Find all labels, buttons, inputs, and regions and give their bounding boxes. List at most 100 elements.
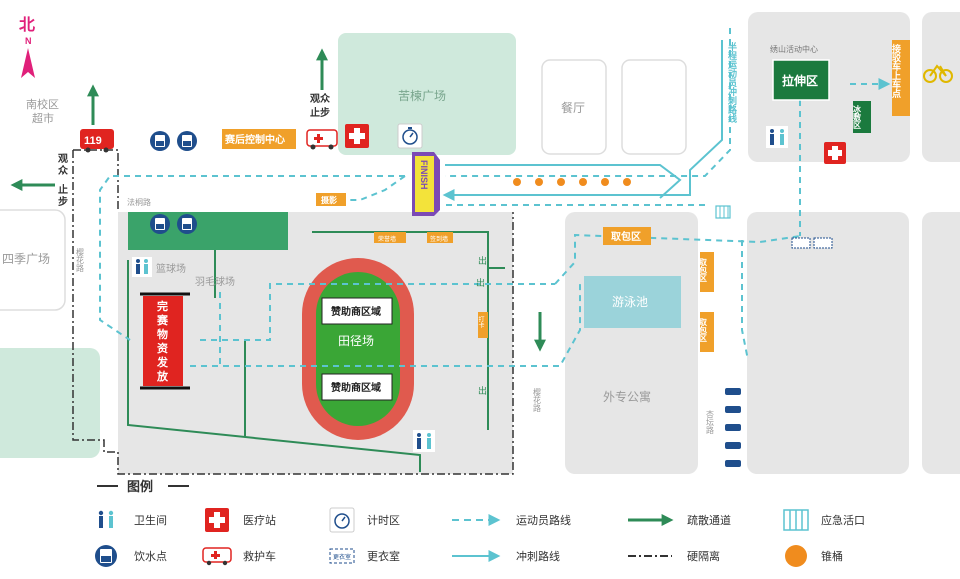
cone-icon — [623, 178, 631, 186]
svg-text:硬隔离: 硬隔离 — [687, 549, 720, 563]
svg-text:FINISH: FINISH — [419, 160, 429, 190]
legend-emergency-gate: 应急活口 — [783, 509, 865, 531]
finish-supply-box — [143, 296, 183, 386]
road-label-right: 杏坛路 — [706, 409, 715, 434]
finish-supply-5: 发 — [156, 355, 169, 369]
sponsor-bottom-text: 赞助商区域 — [330, 381, 381, 394]
honor-wall-label — [374, 232, 406, 243]
exit-label-1: 出 — [478, 255, 487, 266]
changing-room-icon — [791, 237, 833, 249]
exit-label-3: 出 — [478, 385, 487, 396]
sponsor-box-top — [321, 297, 393, 325]
block-east-top — [922, 12, 960, 162]
legend-hard-barrier: 硬隔离 — [628, 549, 720, 563]
block-canteen-b — [621, 59, 687, 155]
road-fa: 法桐路 — [127, 197, 151, 207]
honor-wall-text: 荣誉墙 — [378, 235, 396, 243]
watch-stop-top-2: 止步 — [310, 106, 330, 119]
stretch-zone-text: 拉伸区 — [782, 73, 818, 88]
legend-cone: 锥桶 — [785, 545, 843, 567]
ice-zone — [853, 101, 871, 133]
legend-ambulance: 救护车 — [202, 547, 276, 566]
cone-icon — [579, 178, 587, 186]
legend-medical: 医疗站 — [205, 508, 276, 532]
svg-text:医疗站: 医疗站 — [243, 513, 276, 527]
area-basketball: 篮球场 — [156, 262, 186, 275]
ambulance-icon — [306, 129, 338, 150]
cone-icon — [557, 178, 565, 186]
bag-pickup-text: 取包区 — [611, 230, 641, 243]
cone-icon — [601, 178, 609, 186]
restroom-icon — [766, 126, 788, 148]
half-marathon-label: 半程运动员冲刺路线 — [727, 41, 738, 124]
water-cup-icon — [177, 131, 197, 151]
svg-text:锥桶: 锥桶 — [821, 549, 843, 563]
area-stadium: 田径场 — [338, 334, 374, 348]
svg-text:冲刺路线: 冲刺路线 — [516, 549, 560, 563]
legend-changing-room: 更衣室 更衣室 — [329, 548, 400, 564]
legend-timing: 计时区 — [329, 507, 400, 533]
legend-evacuation: 疏散通道 — [628, 513, 731, 527]
cone-icon — [535, 178, 543, 186]
block-green-strip — [128, 212, 288, 250]
block-pool — [584, 276, 681, 328]
bike-pickup-label — [892, 40, 910, 116]
area-south-market-1: 南校区 — [26, 97, 59, 111]
north-glyph: 北 — [19, 16, 35, 34]
medical-cross-icon — [345, 124, 369, 148]
finish-supply-3: 物 — [157, 327, 168, 341]
block-bitter-plaza — [338, 33, 516, 155]
block-sw-green — [0, 348, 100, 458]
area-four-seasons: 四季广场 — [2, 252, 50, 266]
area-activity-center: 绣山活动中心 — [770, 44, 818, 54]
exit-label-2: 出 — [476, 277, 485, 288]
emergency-gate-icon — [715, 205, 731, 219]
checkin-label — [478, 312, 488, 338]
finish-supply-6: 放 — [156, 369, 169, 383]
finish-arch: FINISH — [412, 152, 440, 216]
checkin-text: 打卡 — [477, 315, 484, 329]
watch-stop-top-1: 观众 — [310, 92, 331, 105]
bag-pickup-label — [603, 227, 651, 245]
finish-supply-2: 赛 — [156, 313, 169, 327]
road-label-mid: 樱花路 — [533, 387, 542, 412]
block-four-seasons — [0, 209, 66, 311]
bag-pickup-vertical-1-text: 取包区 — [699, 258, 708, 283]
finish-supply-1: 完 — [157, 299, 168, 313]
parking-cars — [725, 388, 741, 467]
water-cup-icon — [150, 131, 170, 151]
control-center-label — [222, 129, 296, 149]
control-center-text: 赛后控制中心 — [224, 133, 285, 146]
watch-stop-left-3: 止 — [58, 183, 68, 196]
watch-stop-left-4: 步 — [58, 195, 68, 208]
area-bitter-plaza: 苦楝广场 — [398, 88, 446, 103]
bag-pickup-vertical-1 — [700, 252, 714, 292]
road-label-left: 樱花路 — [76, 247, 85, 272]
svg-text:疏散通道: 疏散通道 — [687, 513, 731, 527]
bag-pickup-vertical-2 — [700, 312, 714, 352]
bicycle-icon — [923, 64, 953, 83]
bike-pickup-text: 接驳车上车点 — [891, 43, 902, 99]
area-dorm: 外专公寓 — [603, 389, 651, 404]
area-pool: 游泳池 — [612, 295, 648, 309]
hard-barrier-line-2 — [73, 149, 119, 212]
svg-text:计时区: 计时区 — [367, 514, 400, 527]
svg-text:运动员路线: 运动员路线 — [516, 513, 571, 527]
watch-stop-left-2: 众 — [58, 164, 69, 177]
svg-text:119: 119 — [84, 135, 102, 147]
hard-barrier-line — [72, 150, 514, 475]
area-canteen: 餐厅 — [561, 100, 585, 115]
area-badminton: 羽毛球场 — [195, 275, 235, 288]
water-cup-icon — [150, 214, 170, 234]
svg-text:更衣室: 更衣室 — [367, 549, 400, 563]
legend-title: 图例 — [127, 479, 153, 494]
svg-text:应急活口: 应急活口 — [821, 513, 865, 527]
stopwatch-icon — [397, 123, 423, 149]
block-dorm — [565, 212, 698, 474]
water-cup-icon — [177, 214, 197, 234]
sponsor-box-bottom — [321, 373, 393, 401]
restroom-icon — [413, 430, 435, 452]
finish-supply-4: 资 — [157, 341, 168, 355]
ambulance-119-icon: 119 — [80, 129, 114, 153]
